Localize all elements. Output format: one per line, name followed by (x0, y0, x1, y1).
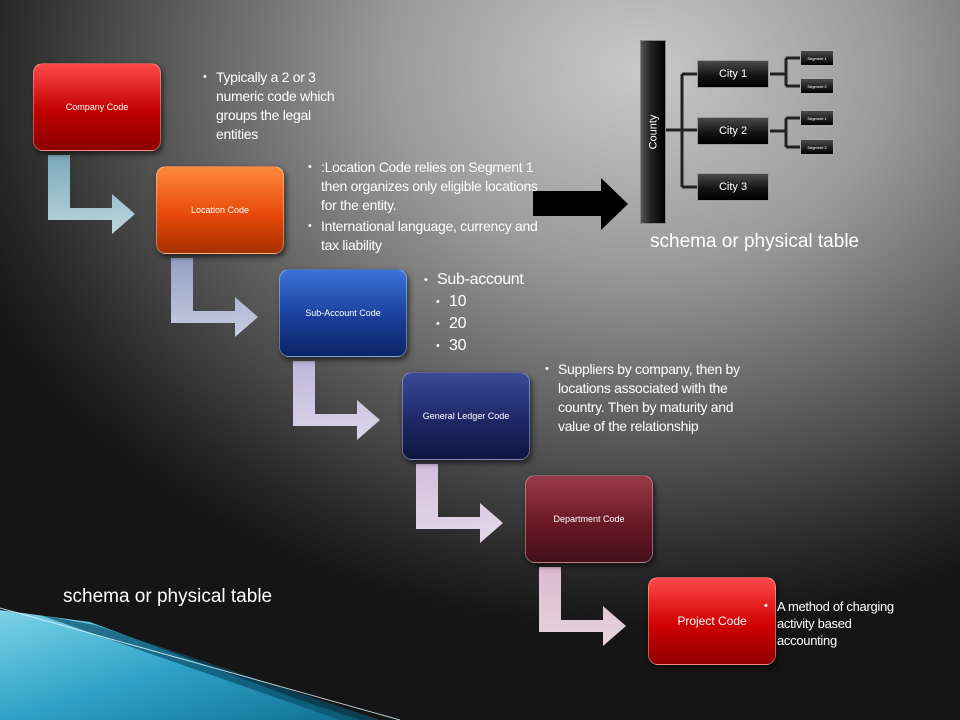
city-node-1: City 1 (697, 60, 769, 88)
segment-node: Segment 1 (800, 50, 834, 66)
connector-1 (48, 155, 135, 234)
location-code-box: Location Code (156, 166, 284, 254)
sub-account-code-box: Sub-Account Code (279, 269, 407, 357)
location-code-label: Location Code (190, 205, 250, 215)
caption-bottom: schema or physical table (63, 586, 273, 607)
segment-label: Segment 1 (807, 55, 827, 61)
sub-account-note: Sub-account 10 20 30 (424, 269, 544, 357)
note-item: International language, currency and tax… (308, 217, 556, 255)
caption-top: schema or physical table (650, 231, 860, 252)
segment-node: Segment 1 (800, 110, 834, 126)
segment-label: Segment 1 (807, 115, 827, 121)
note-item: Sub-account (424, 269, 544, 291)
segment-node: Segment 2 (800, 139, 834, 155)
department-code-box: Department Code (525, 475, 653, 563)
county-node: County (640, 40, 666, 224)
city-node-2: City 2 (697, 117, 769, 145)
department-code-label: Department Code (553, 514, 625, 524)
note-subitem: 30 (436, 335, 544, 357)
general-ledger-code-label: General Ledger Code (422, 411, 510, 421)
location-code-note: :Location Code relies on Segment 1 then … (308, 158, 556, 255)
company-code-box: Company Code (33, 63, 161, 151)
note-subitem: 20 (436, 313, 544, 335)
city-label: City 1 (718, 68, 748, 80)
general-ledger-code-box: General Ledger Code (402, 372, 530, 460)
note-item: Suppliers by company, then by locations … (545, 360, 740, 436)
sub-account-code-label: Sub-Account Code (305, 308, 381, 318)
project-code-label: Project Code (677, 614, 747, 628)
connector-2 (171, 258, 258, 337)
connector-4 (416, 464, 503, 543)
city-label: City 3 (718, 181, 748, 193)
black-arrow (533, 178, 628, 230)
note-item: A method of charging activity based acco… (764, 598, 894, 649)
city-node-3: City 3 (697, 173, 769, 201)
company-code-label: Company Code (65, 102, 129, 112)
city-label: City 2 (718, 125, 748, 137)
connector-5 (539, 567, 626, 646)
hierarchy-lines (666, 56, 800, 189)
segment-label: Segment 2 (807, 144, 827, 150)
segment-node: Segment 2 (800, 78, 834, 94)
project-code-box: Project Code (648, 577, 776, 665)
note-item: Typically a 2 or 3 numeric code which gr… (203, 68, 338, 144)
note-item: :Location Code relies on Segment 1 then … (308, 158, 556, 215)
project-code-note: A method of charging activity based acco… (764, 598, 894, 649)
county-label: County (647, 114, 660, 150)
segment-label: Segment 2 (807, 83, 827, 89)
company-code-note: Typically a 2 or 3 numeric code which gr… (203, 68, 338, 144)
note-subitem: 10 (436, 291, 544, 313)
connector-3 (293, 361, 380, 440)
general-ledger-note: Suppliers by company, then by locations … (545, 360, 740, 436)
